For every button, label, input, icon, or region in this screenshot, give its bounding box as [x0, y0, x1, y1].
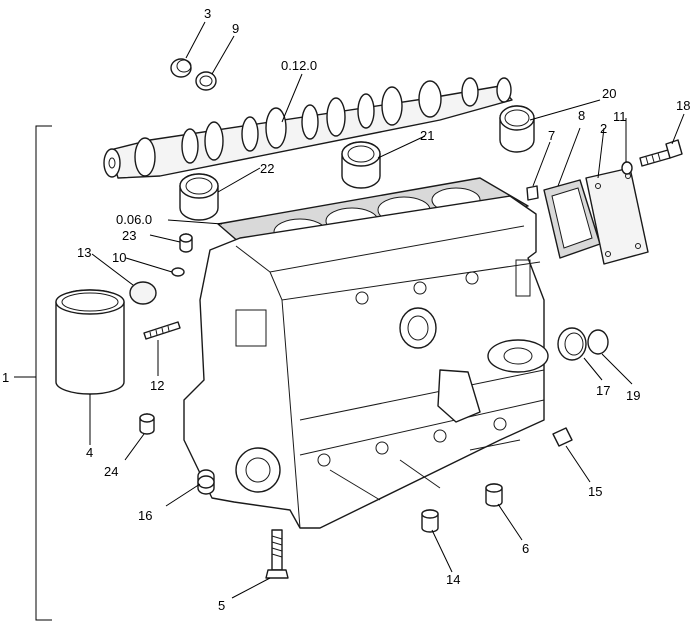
washer-11 — [621, 161, 633, 175]
stud-12 — [143, 321, 181, 340]
label-head-gasket: 0.06.0 — [116, 212, 152, 227]
label-18: 18 — [676, 98, 690, 113]
plug-6 — [485, 483, 503, 507]
label-11: 11 — [613, 109, 627, 124]
label-12: 12 — [150, 378, 164, 393]
camshaft — [103, 77, 513, 179]
label-16: 16 — [138, 508, 152, 523]
cover-plate-2 — [585, 167, 649, 265]
label-21: 21 — [420, 128, 434, 143]
label-17: 17 — [596, 383, 610, 398]
label-20: 20 — [602, 86, 616, 101]
label-13: 13 — [77, 245, 91, 260]
label-24: 24 — [104, 464, 118, 479]
label-7: 7 — [548, 128, 555, 143]
label-9: 9 — [232, 21, 239, 36]
plug-24 — [139, 413, 155, 435]
label-14: 14 — [446, 572, 460, 587]
label-19: 19 — [626, 388, 640, 403]
plug-15 — [552, 427, 573, 447]
bearing-20 — [499, 105, 535, 153]
bearing-3 — [170, 58, 192, 78]
dowel-23 — [179, 233, 193, 253]
plug-14 — [421, 509, 439, 533]
bearing-21 — [341, 141, 381, 189]
plug-13 — [129, 281, 157, 305]
seal-17 — [557, 327, 587, 361]
cylinder-liner — [55, 289, 125, 395]
label-4: 4 — [86, 445, 93, 460]
plug-16 — [197, 469, 215, 495]
label-22: 22 — [260, 161, 274, 176]
bolt-5 — [265, 529, 289, 579]
label-8: 8 — [578, 108, 585, 123]
assembly-bracket — [35, 125, 52, 621]
label-3: 3 — [204, 6, 211, 21]
label-6: 6 — [522, 541, 529, 556]
bolt-18 — [639, 139, 683, 167]
label-camshaft: 0.12.0 — [281, 58, 317, 73]
label-10: 10 — [112, 250, 126, 265]
label-23: 23 — [122, 228, 136, 243]
dowel-10 — [171, 267, 185, 277]
dowel-7 — [526, 185, 539, 201]
label-15: 15 — [588, 484, 602, 499]
plug-19 — [587, 329, 609, 355]
cylinder-block — [183, 195, 549, 529]
label-1: 1 — [2, 370, 9, 385]
bearing-22 — [179, 173, 219, 221]
bearing-9 — [195, 71, 217, 91]
leader-lines — [89, 21, 685, 599]
label-5: 5 — [218, 598, 225, 613]
gasket-8 — [543, 179, 601, 259]
label-2: 2 — [600, 121, 607, 136]
